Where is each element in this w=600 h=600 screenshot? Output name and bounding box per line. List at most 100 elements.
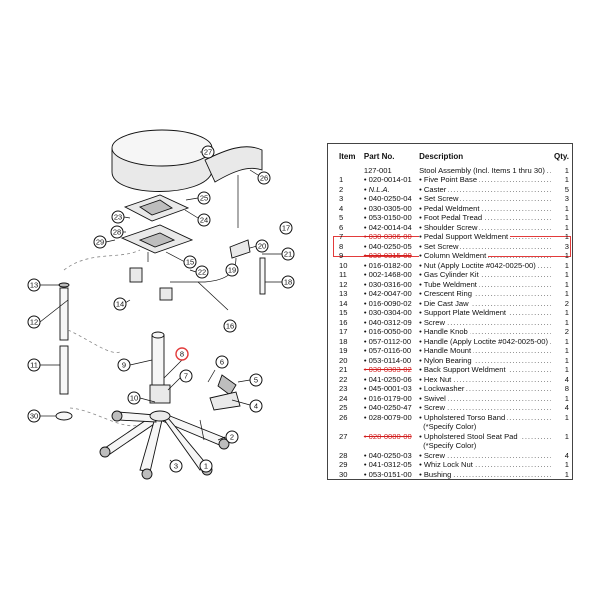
svg-text:28: 28 xyxy=(113,228,121,237)
callout-27: 27 xyxy=(201,145,215,159)
row-description-text: • Screw xyxy=(419,450,447,460)
tube-and-cylinder xyxy=(55,282,73,421)
table-row: 29• 041-0312-05• Whiz Lock Nut1 xyxy=(333,460,569,470)
row-qty: 3 xyxy=(554,194,569,204)
row-item: 20 xyxy=(333,356,364,366)
callout-24: 24 xyxy=(197,213,211,227)
row-qty-text: 1 xyxy=(564,175,569,184)
row-part-no-text: • 042-0047-00 xyxy=(363,289,412,298)
row-description-text: • Handle (Apply Loctite #042-0025-00) xyxy=(419,336,550,346)
row-item-text: 10 xyxy=(339,260,348,270)
row-description-text: • Five Point Base xyxy=(419,175,480,184)
row-description-wrap: • Bushing xyxy=(419,469,551,480)
row-qty: 1 xyxy=(554,270,569,280)
row-description: • Die Cast Jaw xyxy=(419,298,554,309)
callout-23: 23 xyxy=(111,210,125,224)
row-item: 26 xyxy=(333,413,364,423)
row-description: (*Specify Color) xyxy=(419,422,554,432)
row-description-wrap: • Gas Cylinder Kit xyxy=(419,270,551,280)
row-description: • Bushing xyxy=(419,469,554,480)
row-description-wrap: • Five Point Base xyxy=(419,175,551,185)
row-description: • Screw xyxy=(419,317,554,328)
row-description-text: • Handle Mount xyxy=(419,346,474,355)
row-qty-text: 2 xyxy=(564,327,569,336)
callout-26: 26 xyxy=(257,171,271,185)
table-row: 21• 030-0303-02• Back Support Weldment1 xyxy=(333,365,569,375)
row-description: • Shoulder Screw xyxy=(419,222,554,233)
callout-6: 6 xyxy=(215,355,229,369)
row-item: 14 xyxy=(333,299,364,309)
row-item: 21 xyxy=(333,365,364,375)
row-part-no-text: • 040-0250-05 xyxy=(363,241,412,251)
row-description: • Tube Weldment xyxy=(419,279,554,290)
table-row: 2• N.L.A.• Caster5 xyxy=(333,184,569,195)
row-qty: 1 xyxy=(554,413,569,423)
table-row: 15• 030-0304-00• Support Plate Weldment1 xyxy=(333,308,569,318)
svg-text:13: 13 xyxy=(30,281,38,290)
svg-text:16: 16 xyxy=(226,322,234,331)
row-part-no-text: • 016-0050-00 xyxy=(363,327,412,336)
row-qty-text: 1 xyxy=(564,165,569,175)
row-part-no-text: • 016-0179-00 xyxy=(363,393,412,403)
row-description-text: • Hex Nut xyxy=(419,374,454,384)
row-qty-text: 1 xyxy=(564,203,569,213)
row-part-no-text: • 016-0182-00 xyxy=(363,260,412,270)
row-item-text: 30 xyxy=(339,469,348,479)
row-description: • Screw xyxy=(419,450,554,461)
table-row: 7• 030-0306-00• Pedal Support Weldment1 xyxy=(333,232,569,242)
callout-15: 15 xyxy=(183,255,197,269)
row-part-no: • 041-0312-05 xyxy=(364,460,419,470)
callout-3: 3 xyxy=(169,459,183,473)
row-part-no-text: • 053-0114-00 xyxy=(363,355,412,365)
table-row: 16• 040-0312-09• Screw1 xyxy=(333,317,569,328)
row-item: 1 xyxy=(333,175,364,185)
table-row: 27• 028-0080-00• Upholstered Stool Seat … xyxy=(333,431,569,442)
row-description-wrap: • Column Weldment xyxy=(419,251,551,261)
row-item: 4 xyxy=(333,204,364,214)
row-item: 15 xyxy=(333,308,364,318)
row-description-wrap: • Upholstered Stool Seat Pad xyxy=(419,431,551,442)
row-part-no: • 057-0112-00 xyxy=(364,337,419,347)
row-item-text: 14 xyxy=(339,298,348,308)
row-description-text: • Die Cast Jaw xyxy=(419,298,471,308)
svg-text:20: 20 xyxy=(258,242,266,251)
row-description-text: • Pedal Support Weldment xyxy=(419,232,511,241)
row-item-text: 24 xyxy=(339,393,348,403)
row-item-text: 20 xyxy=(339,355,348,365)
row-item xyxy=(333,166,364,176)
row-item: 22 xyxy=(333,375,364,385)
row-part-no: • 053-0114-00 xyxy=(364,356,419,366)
row-description-wrap: • Handle Knob xyxy=(419,327,551,337)
row-description: • Back Support Weldment xyxy=(419,365,554,375)
svg-text:26: 26 xyxy=(260,174,268,183)
torso-band xyxy=(204,146,263,228)
row-part-no: • 045-0001-03 xyxy=(364,384,419,394)
row-part-no-text: • 040-0250-04 xyxy=(363,194,412,203)
row-description: • Upholstered Stool Seat Pad xyxy=(419,431,554,442)
row-description-text: • Bushing xyxy=(419,469,454,479)
row-part-no-text: 127-001 xyxy=(363,165,392,175)
callout-5: 5 xyxy=(249,373,263,387)
row-qty-text: 1 xyxy=(564,279,569,289)
row-item-text: 18 xyxy=(339,336,348,346)
row-qty-text: 5 xyxy=(564,184,569,194)
row-qty: 4 xyxy=(554,375,569,385)
row-item: 17 xyxy=(333,327,364,337)
row-qty: 1 xyxy=(554,346,569,356)
row-description-text: • Pedal Weldment xyxy=(419,203,482,213)
row-part-no-text: • 030-0304-00 xyxy=(363,308,412,317)
row-item-text: 2 xyxy=(339,184,344,194)
row-part-no-text: • 030-0315-00 xyxy=(363,251,412,260)
row-description: • Column Weldment xyxy=(419,251,554,261)
row-item-text: 21 xyxy=(339,365,348,374)
row-qty-text: 4 xyxy=(564,374,569,384)
svg-text:27: 27 xyxy=(204,148,212,157)
row-part-no: • 002-1468-00 xyxy=(364,270,419,280)
row-description-text: • Caster xyxy=(419,184,449,194)
svg-text:14: 14 xyxy=(116,300,124,309)
row-item-text: 5 xyxy=(339,213,344,222)
callout-7: 7 xyxy=(179,369,193,383)
row-part-no: • 016-0050-00 xyxy=(364,327,419,337)
row-part-no-text: • 041-0250-06 xyxy=(363,374,412,384)
